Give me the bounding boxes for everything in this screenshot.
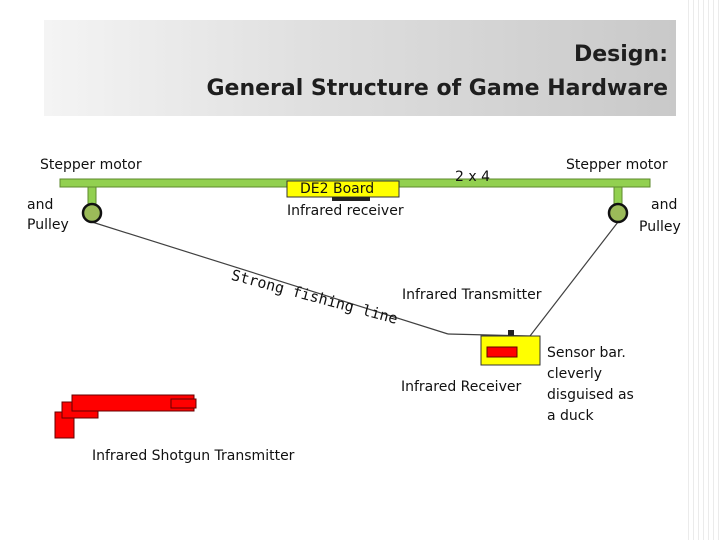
pulley-left-label: Pulley (27, 217, 69, 233)
duck-ir-window (486, 346, 518, 358)
stepper-motor-left-label: Stepper motor (40, 157, 142, 173)
slide-subtitle: General Structure of Game Hardware (206, 76, 668, 101)
infrared-transmitter-label: Infrared Transmitter (402, 287, 542, 303)
and-left-label: and (27, 197, 54, 213)
infrared-receiver-bottom-label: Infrared Receiver (401, 379, 522, 395)
sensor-bar-label-3: disguised as (547, 387, 634, 403)
shotgun-label: Infrared Shotgun Transmitter (92, 448, 295, 464)
sensor-bar-label-1: Sensor bar. (547, 345, 626, 361)
stepper-motor-right-label: Stepper motor (566, 157, 668, 173)
de2-receiver-chip (332, 197, 370, 201)
infrared-receiver-top-label: Infrared receiver (287, 203, 404, 219)
sensor-bar-label-4: a duck (547, 408, 594, 424)
right-pulley-mount (613, 186, 623, 206)
shotgun-muzzle (170, 398, 197, 409)
title-banner (44, 20, 676, 116)
pulley-right-label: Pulley (639, 219, 681, 235)
duck-antenna (508, 330, 514, 337)
left-pulley-mount (87, 186, 97, 206)
left-pulley (81, 202, 103, 224)
decorative-edge-stripes (684, 0, 720, 540)
sensor-bar-label-2: cleverly (547, 366, 603, 382)
fishing-line-left (91, 221, 449, 335)
right-pulley (607, 202, 629, 224)
and-right-label: and (651, 197, 678, 213)
board-size-label: 2 x 4 (455, 169, 490, 185)
slide-title: Design: (573, 42, 668, 67)
fishing-line-right (529, 221, 619, 337)
de2-board-label: DE2 Board (300, 181, 375, 197)
